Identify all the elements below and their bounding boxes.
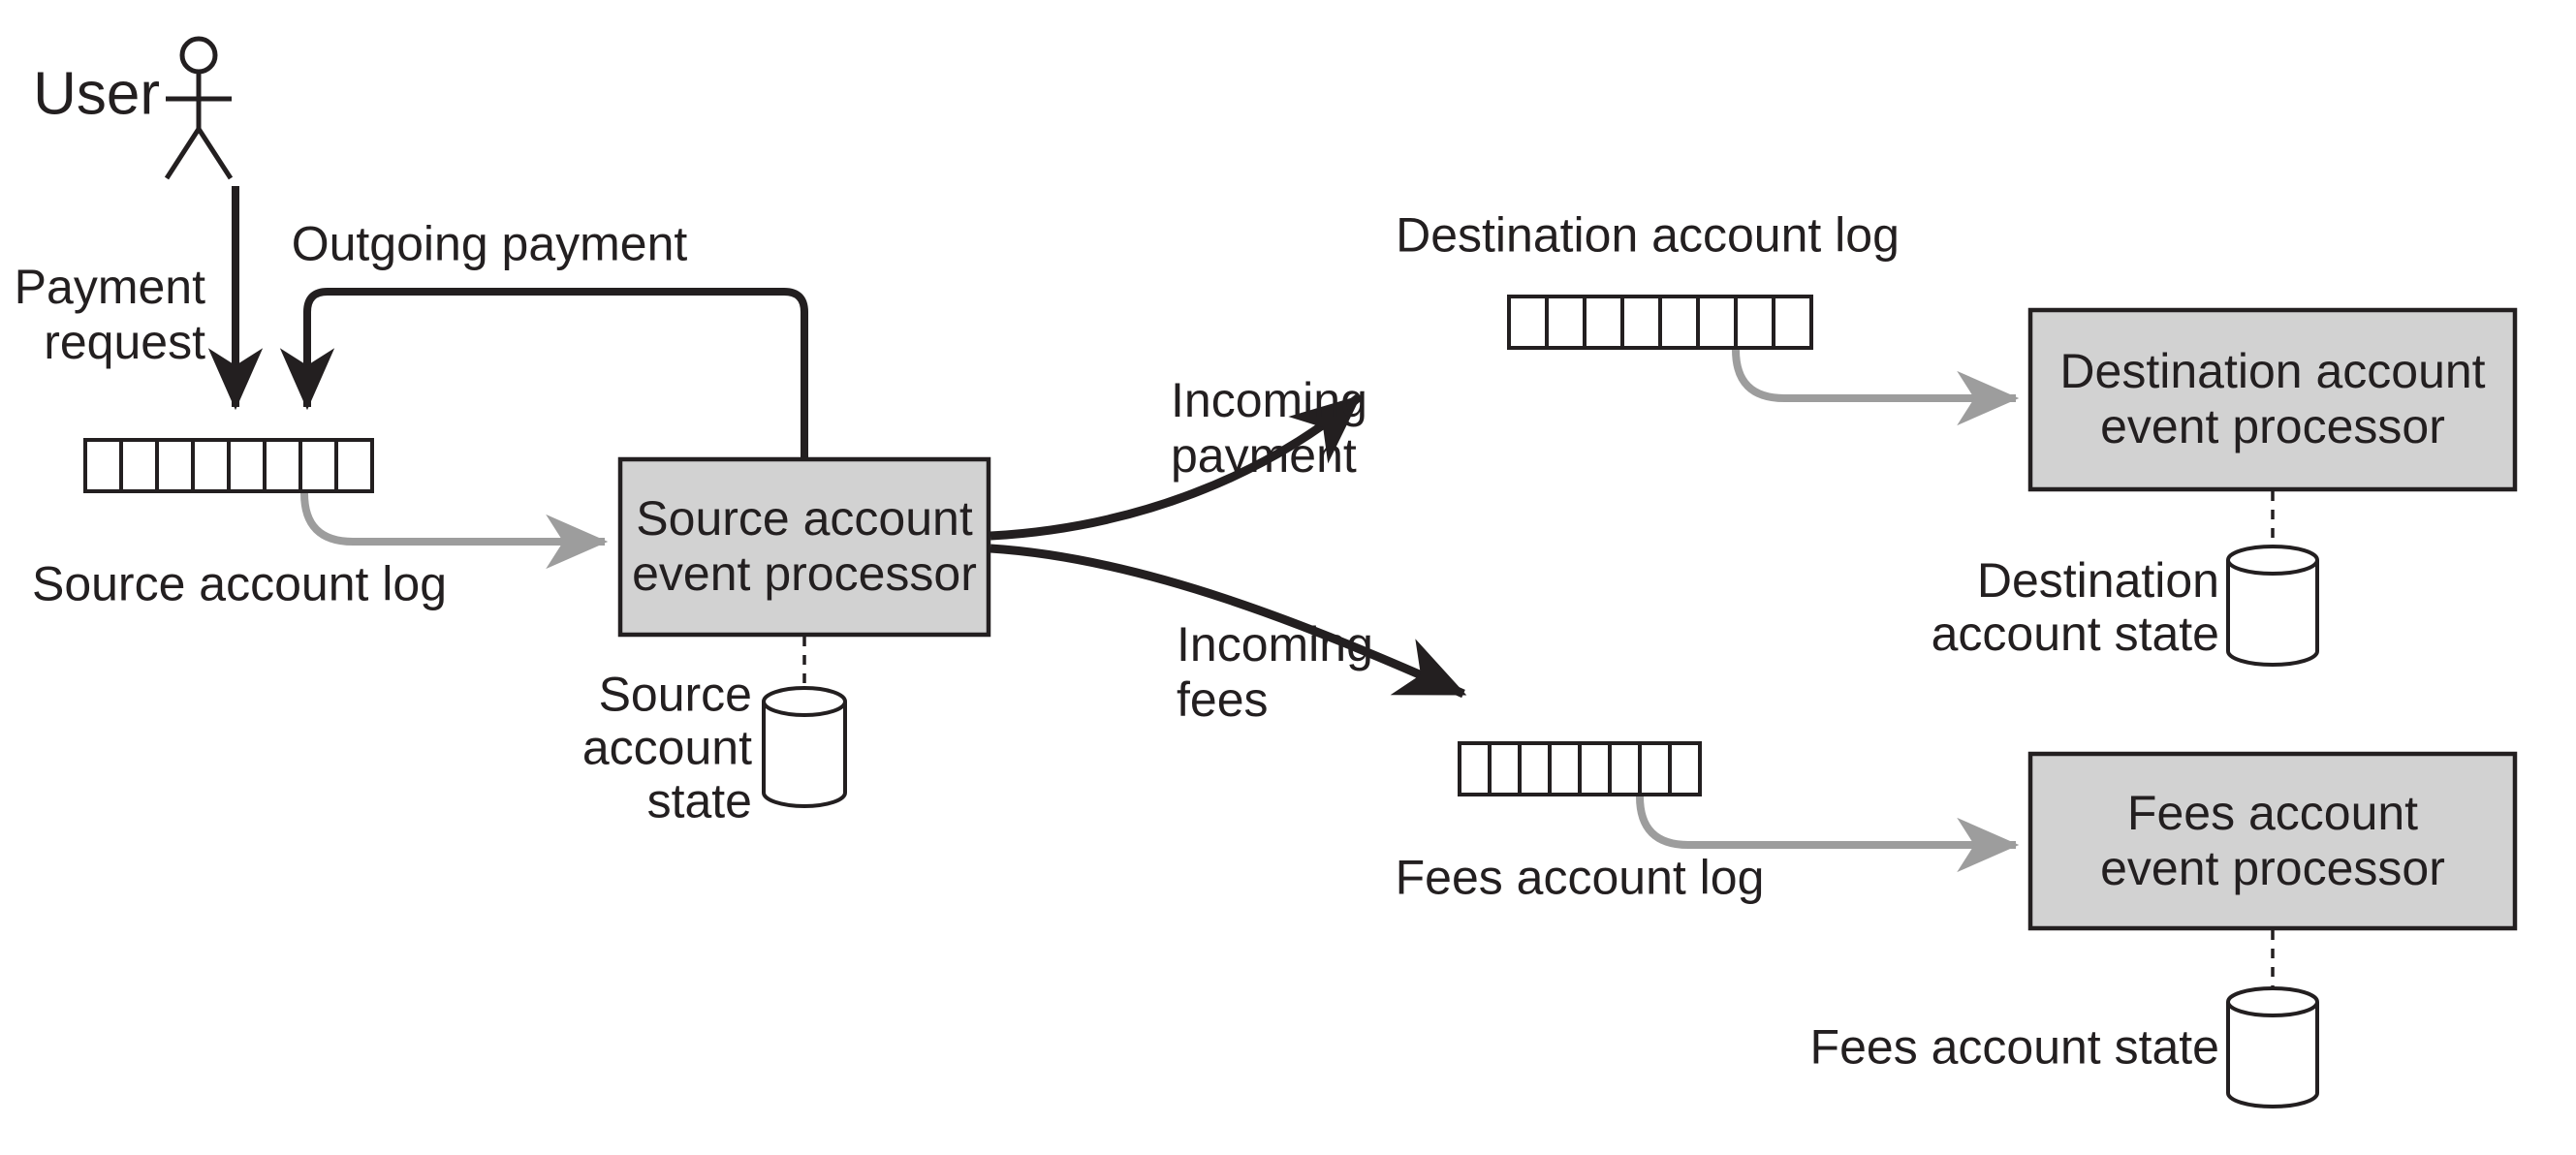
label-line: Source account: [636, 491, 973, 546]
label-line: account: [581, 720, 752, 775]
label-line: Incoming: [1177, 617, 1373, 671]
incoming-fees-label: Incoming fees: [1177, 617, 1373, 728]
user-icon-leg-right: [196, 127, 234, 180]
user-icon-leg-left: [164, 127, 202, 180]
label-line: event processor: [2100, 841, 2445, 895]
outgoing-payment-arrow: [279, 288, 808, 459]
fees-log-label: Fees account log: [1395, 850, 1765, 905]
fees-log-to-processor-arrow: [1636, 796, 2020, 873]
incoming-payment-label: Incoming payment: [1171, 373, 1367, 484]
label-line: payment: [1171, 428, 1357, 483]
destination-processor-label: Destination account event processor: [2059, 344, 2485, 454]
source-log-to-processor-arrow: [300, 492, 609, 570]
fees-processor-label: Fees account event processor: [2100, 786, 2445, 896]
label-line: fees: [1177, 672, 1269, 727]
incoming-fees-arrow: [990, 544, 1467, 699]
source-state-database-icon: [762, 686, 847, 808]
destination-log-to-processor-arrow: [1732, 349, 2020, 426]
fees-state-database-icon: [2226, 986, 2319, 1108]
source-log: [83, 438, 374, 493]
user-label: User: [33, 60, 160, 128]
destination-state-label: Destination account state: [1932, 554, 2219, 661]
label-line: state: [646, 773, 752, 828]
source-state-label: Source account state: [581, 667, 752, 828]
destination-processor-box: [2027, 307, 2518, 492]
label-line: Incoming: [1171, 373, 1367, 427]
label-line: Fees account: [2126, 786, 2419, 840]
source-processor-label: Source account event processor: [632, 491, 977, 602]
destination-state-database-icon: [2226, 545, 2319, 667]
label-line: event processor: [2100, 399, 2445, 453]
fees-log: [1458, 741, 1702, 796]
label-line: Destination: [1976, 553, 2219, 608]
payment-request-label: Payment request: [15, 260, 205, 370]
user-icon-head: [179, 36, 218, 75]
label-line: account state: [1931, 607, 2219, 661]
fees-state-label: Fees account state: [1809, 1019, 2219, 1075]
label-line: event processor: [632, 546, 977, 601]
label-line: request: [44, 315, 205, 369]
fees-processor-box: [2027, 751, 2518, 931]
source-log-label: Source account log: [31, 556, 448, 611]
label-line: Destination account: [2059, 344, 2486, 398]
user-icon: [164, 36, 234, 180]
incoming-payment-arrow: [990, 393, 1362, 541]
label-line: Payment: [14, 260, 205, 314]
destination-log: [1507, 295, 1813, 350]
destination-log-label: Destination account log: [1396, 207, 1900, 263]
label-line: Source: [598, 667, 752, 722]
source-processor-box: [617, 456, 991, 638]
outgoing-payment-label: Outgoing payment: [291, 216, 688, 271]
